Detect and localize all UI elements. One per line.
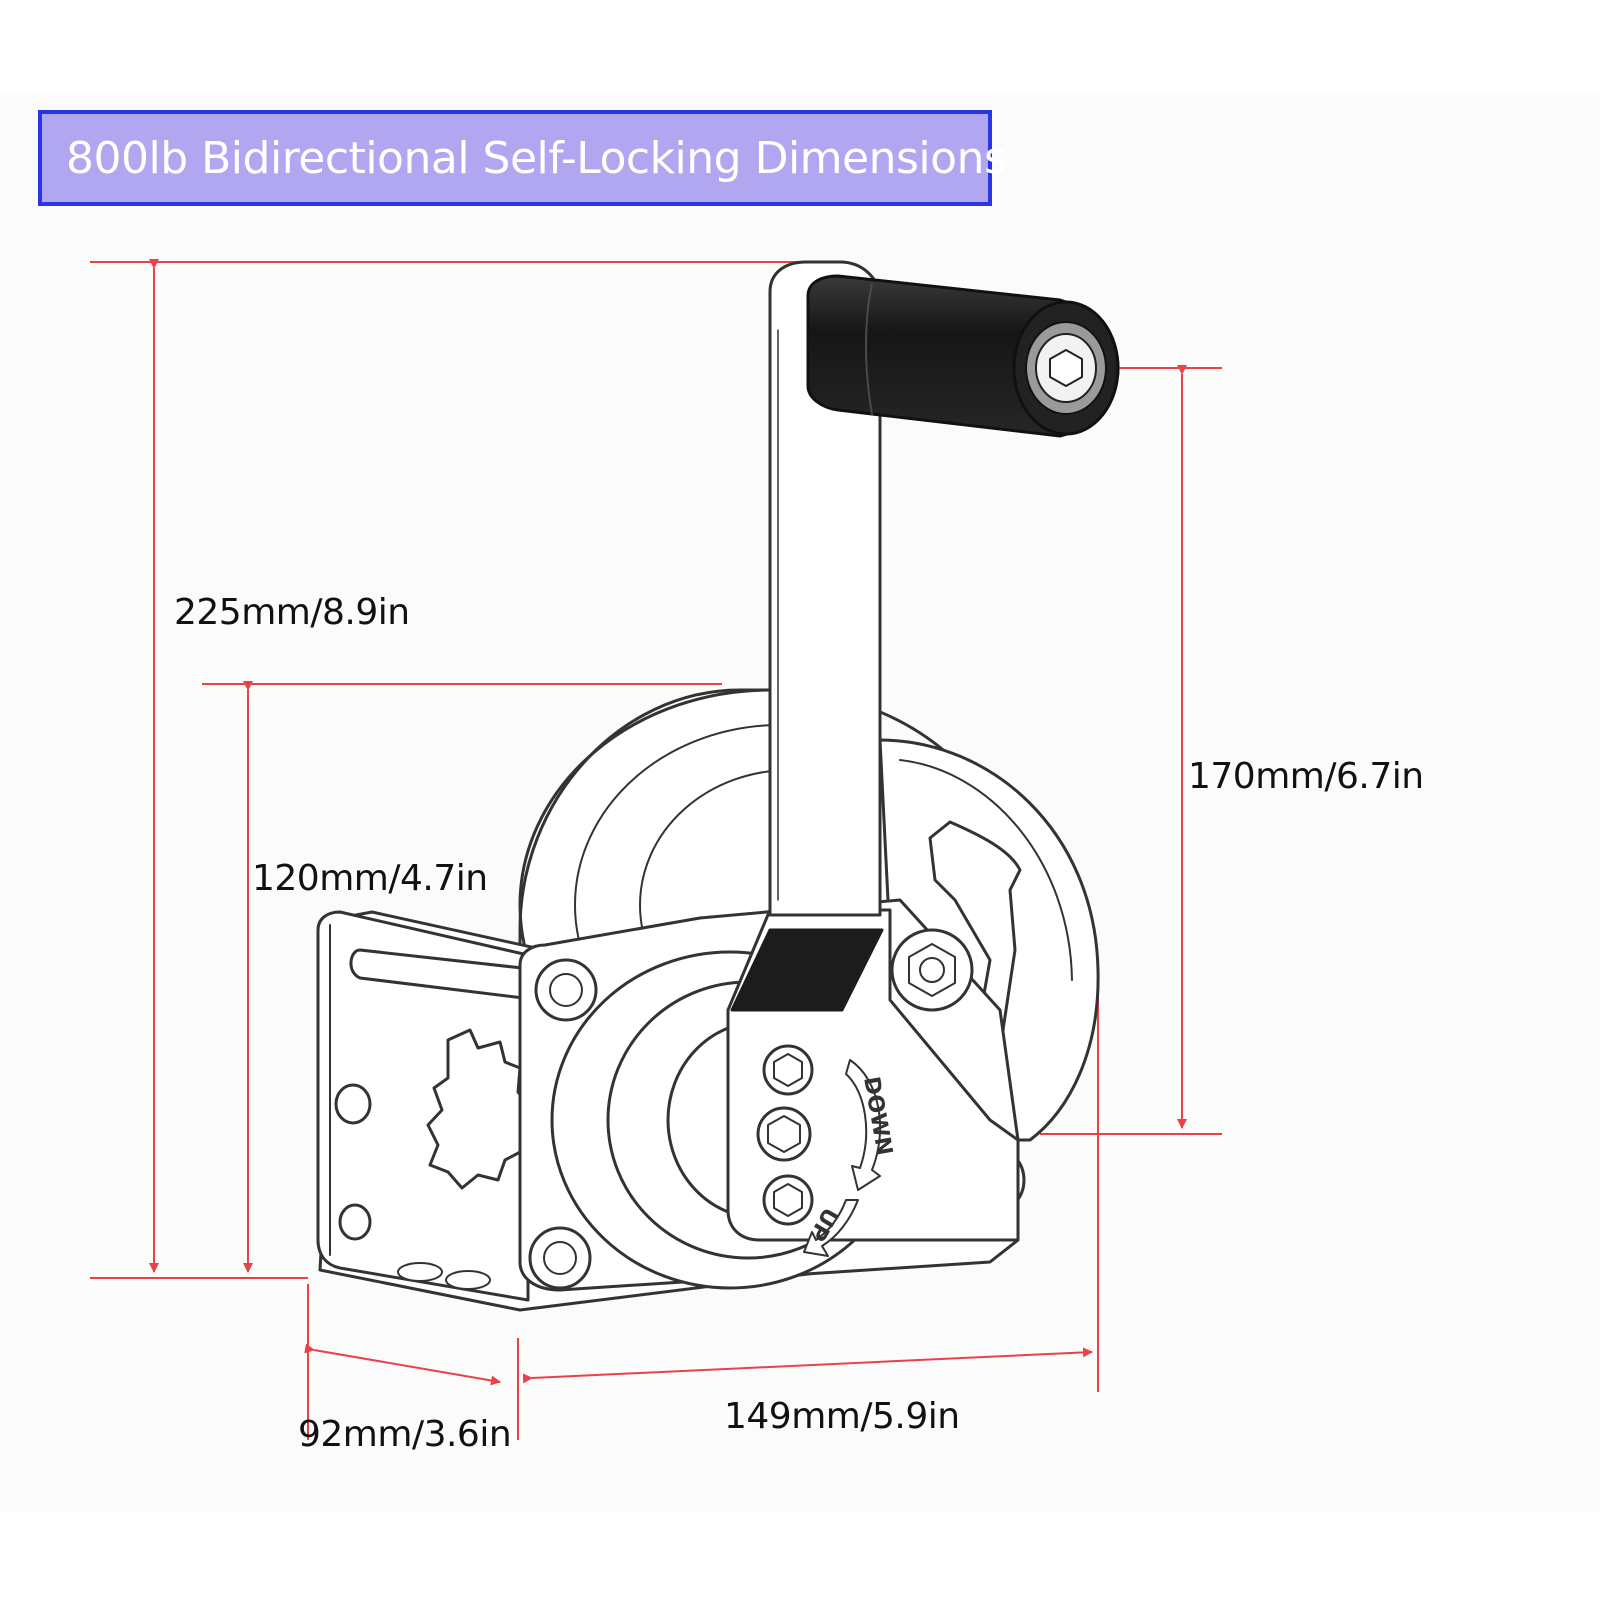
drum-height-label: 120mm/4.7in bbox=[252, 858, 488, 899]
floor-hole-1 bbox=[397, 1262, 443, 1282]
crank-dark-band bbox=[730, 928, 884, 1012]
hex-bolt-icon bbox=[534, 958, 598, 1022]
base-depth-label: 92mm/3.6in bbox=[298, 1414, 512, 1455]
tie-rod bbox=[349, 948, 542, 1002]
hex-bolt-icon bbox=[756, 1106, 812, 1162]
overall-width-label: 149mm/5.9in bbox=[724, 1396, 960, 1437]
title-banner: 800lb Bidirectional Self-Locking Dimensi… bbox=[38, 110, 1007, 206]
mount-hole-bottom bbox=[338, 1203, 372, 1241]
base-frame-left-plate bbox=[316, 910, 530, 1302]
dimension-lines bbox=[90, 259, 1222, 1440]
overall-width-arrow bbox=[522, 1347, 1093, 1384]
hex-bolt-icon bbox=[762, 1174, 814, 1226]
handle-grip-seam bbox=[865, 283, 873, 415]
floor-hole-2 bbox=[445, 1270, 491, 1290]
arrow-icon bbox=[845, 1059, 882, 1191]
arrow-icon bbox=[803, 1199, 859, 1257]
base-depth-arrow bbox=[304, 1343, 501, 1386]
hex-bolt-icon bbox=[762, 1044, 814, 1096]
hex-socket-icon bbox=[1049, 349, 1083, 387]
hex-bolt-icon bbox=[528, 1226, 592, 1290]
right-plate-inner-edge bbox=[899, 759, 1073, 981]
overall-height-label: 225mm/8.9in bbox=[174, 592, 410, 633]
mount-hole-top bbox=[334, 1083, 372, 1125]
hex-bolt-icon bbox=[890, 928, 974, 1012]
handle-height-label: 170mm/6.7in bbox=[1188, 756, 1424, 797]
page-title: 800lb Bidirectional Self-Locking Dimensi… bbox=[66, 132, 1007, 184]
drive-gear bbox=[426, 1028, 532, 1190]
winch-body bbox=[316, 260, 1120, 1312]
